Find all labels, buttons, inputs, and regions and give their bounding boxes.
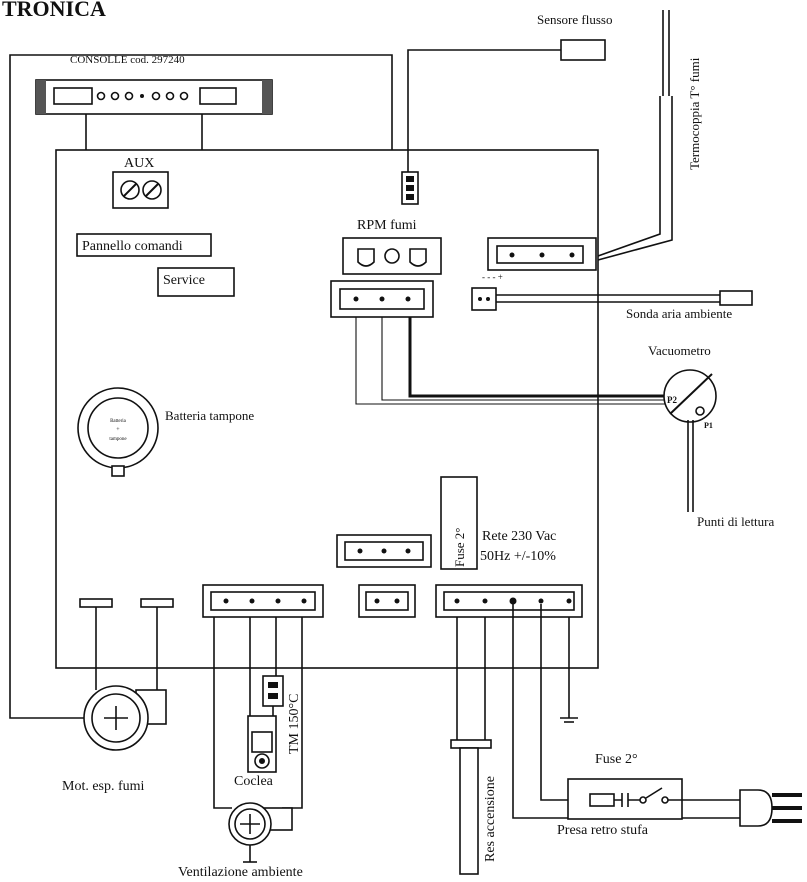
sensore-flusso-label: Sensore flusso <box>537 12 612 27</box>
consolle-unit <box>35 79 273 115</box>
polarity-label: - - - + <box>482 272 503 282</box>
svg-text:tampone: tampone <box>109 437 127 442</box>
rete-label-2: 50Hz +/-10% <box>480 549 556 564</box>
coclea-label: Coclea <box>234 774 274 789</box>
power-plug <box>720 789 802 827</box>
svg-text:+: + <box>116 427 120 433</box>
coclea-motor <box>247 715 277 773</box>
aux-terminal <box>112 171 169 209</box>
presa-retro-stufa <box>567 778 740 820</box>
fuse-box <box>440 476 478 570</box>
rpm-fumi-label: RPM fumi <box>357 218 417 233</box>
res-accensione <box>450 739 492 875</box>
p2-label: P2 <box>667 395 677 405</box>
tm-thermostat <box>262 675 284 707</box>
batteria-label: Batteria tampone <box>165 408 254 423</box>
presa-label: Presa retro stufa <box>557 823 649 838</box>
vacuometro-tube-2 <box>381 317 670 401</box>
punti-label: Punti di lettura <box>697 514 775 529</box>
service-connector <box>157 267 235 297</box>
sonda-connector <box>471 287 497 311</box>
rete-label-1: Rete 230 Vac <box>482 529 556 544</box>
p1-label: P1 <box>704 421 713 430</box>
termocoppia-probe <box>659 10 673 125</box>
sonda-wire <box>496 294 720 303</box>
fuse-slot-2 <box>140 598 174 608</box>
aux-label: AUX <box>124 156 154 171</box>
termocoppia-label: Termocoppia T° fumi <box>687 57 702 170</box>
res-label: Res accensione <box>483 776 498 862</box>
vacuometro-gauge <box>663 369 717 423</box>
consolle-label: CONSOLLE cod. 297240 <box>70 54 185 66</box>
power-5pin-connector <box>435 584 583 618</box>
ventilazione-label: Ventilazione ambiente <box>178 865 303 880</box>
termocoppia-wire <box>597 125 673 261</box>
fuse2-label: Fuse 2° <box>595 752 638 767</box>
fuse-slot-1 <box>79 598 113 608</box>
svg-text:Batteria: Batteria <box>110 419 127 424</box>
ventilazione-ambiente <box>228 802 293 863</box>
vacuometro-tube-3 <box>408 317 666 398</box>
mot-label: Mot. esp. fumi <box>62 779 145 794</box>
pannello-comandi-connector <box>76 233 212 257</box>
tm-label: TM 150°C <box>287 694 302 754</box>
service-label: Service <box>163 273 205 288</box>
output-4pin-connector <box>202 584 324 618</box>
sensore-flusso-wire <box>407 49 561 172</box>
sonda-aria-ambiente <box>719 290 753 306</box>
diagram-title: TRONICA <box>2 0 106 21</box>
sensore-flusso <box>560 39 606 61</box>
upper-3pin-connector <box>336 534 432 568</box>
fuse-vertical-label: Fuse 2° <box>452 527 467 567</box>
rpm-fumi-connector <box>342 237 442 275</box>
consolle-loop-wire <box>9 54 393 719</box>
ground-symbol <box>560 617 578 723</box>
sensore-flusso-connector <box>401 171 419 205</box>
pannello-label: Pannello comandi <box>82 239 183 254</box>
batteria-tampone: Batteria + tampone <box>77 387 159 477</box>
vacuometro-tube-1 <box>355 317 670 405</box>
vacuometro-connector <box>330 280 434 318</box>
punti-lettura-tubes <box>687 420 694 512</box>
sonda-label: Sonda aria ambiente <box>626 306 732 321</box>
ventilazione-wire-1 <box>213 617 232 809</box>
mot-esp-fumi <box>83 685 167 751</box>
termocoppia-connector <box>487 237 597 271</box>
vacuometro-label: Vacuometro <box>648 343 711 358</box>
output-2pin-connector <box>358 584 416 618</box>
